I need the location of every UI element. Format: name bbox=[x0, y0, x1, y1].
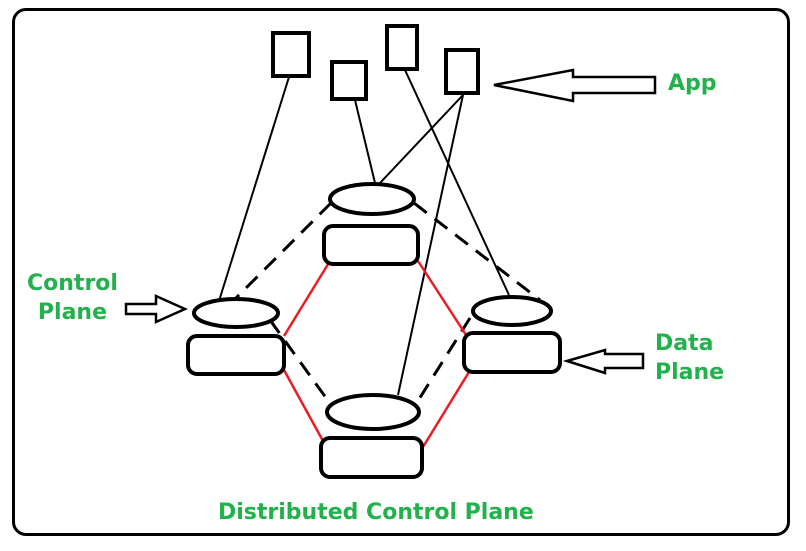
data-plane-label-line1: Data bbox=[655, 331, 714, 356]
dashed-right-bottom bbox=[414, 317, 472, 405]
data-plane-box bbox=[319, 436, 424, 479]
node-left bbox=[186, 297, 286, 376]
apps bbox=[271, 24, 480, 101]
red-right-bottom bbox=[421, 371, 471, 448]
control-plane-ellipse bbox=[325, 393, 421, 431]
app-box-3 bbox=[385, 24, 419, 71]
dashed-top-left bbox=[231, 201, 333, 303]
control-plane-label-line1: Control bbox=[27, 271, 118, 296]
node-right bbox=[462, 295, 562, 374]
app-box-1 bbox=[271, 31, 311, 78]
diagram-frame bbox=[12, 8, 790, 536]
data-plane-label: Data Plane bbox=[655, 330, 724, 387]
arrows bbox=[124, 68, 657, 375]
link-app4-bottom bbox=[397, 94, 464, 396]
red-left-bottom bbox=[282, 369, 325, 442]
link-app3-right bbox=[404, 69, 510, 296]
data-plane-links bbox=[282, 260, 471, 448]
node-bottom bbox=[319, 393, 424, 479]
data-plane-box bbox=[462, 331, 562, 374]
control-plane-ellipse bbox=[471, 295, 553, 327]
node-top bbox=[322, 182, 420, 266]
app-box-4 bbox=[444, 48, 480, 95]
dashed-left-bottom bbox=[268, 319, 331, 403]
data-plane-box bbox=[322, 224, 420, 266]
app-arrow-icon bbox=[493, 68, 657, 103]
control-plane-label: Control Plane bbox=[27, 270, 118, 327]
red-top-right bbox=[416, 260, 468, 336]
dashed-top-right bbox=[413, 201, 541, 302]
link-app1-left bbox=[218, 76, 290, 302]
data-plane-label-line2: Plane bbox=[655, 359, 725, 385]
control-plane-label-line2: Plane bbox=[37, 299, 108, 325]
link-app2-top bbox=[354, 99, 376, 184]
control-plane-ellipse bbox=[328, 182, 416, 216]
app-box-2 bbox=[330, 60, 368, 101]
control-plane-ellipse bbox=[192, 297, 280, 329]
control-plane-links bbox=[231, 201, 541, 405]
link-app4-top bbox=[379, 94, 464, 184]
control-plane-arrow-icon bbox=[124, 294, 189, 324]
app-links bbox=[218, 69, 510, 396]
app-label: App bbox=[668, 71, 717, 96]
data-plane-box bbox=[186, 334, 286, 376]
data-plane-arrow-icon bbox=[562, 348, 645, 375]
diagram-title: Distributed Control Plane bbox=[218, 500, 534, 525]
red-top-left bbox=[282, 260, 332, 337]
